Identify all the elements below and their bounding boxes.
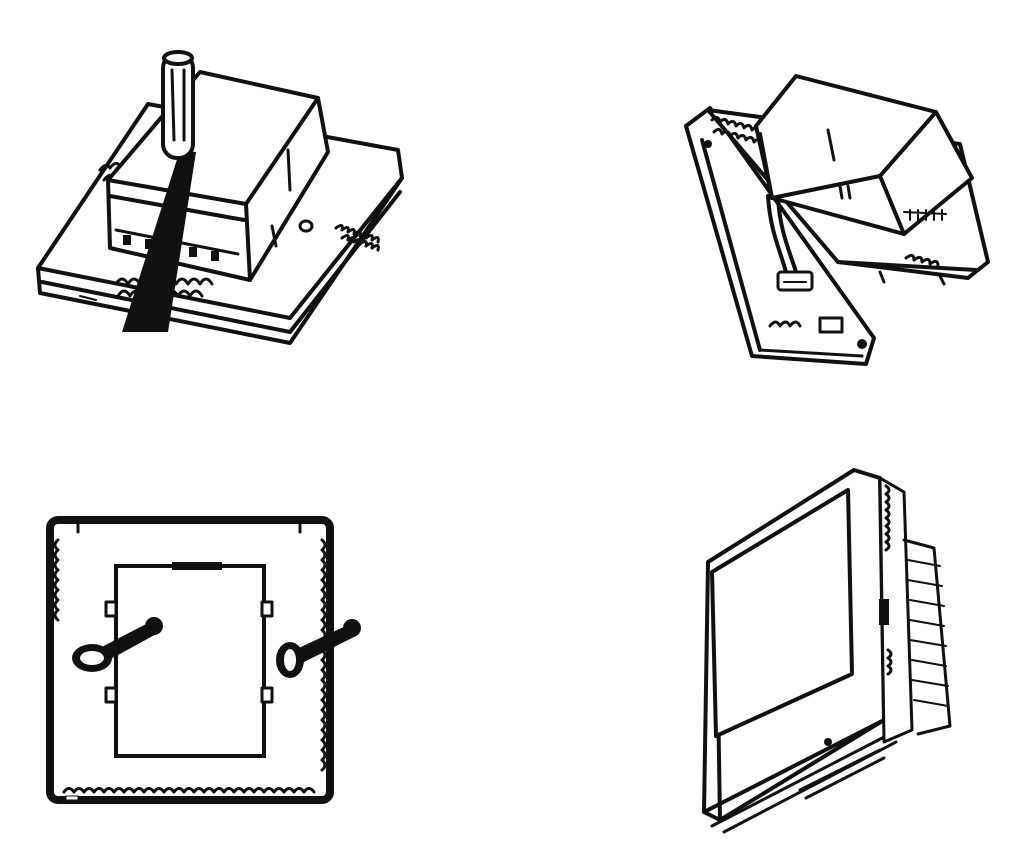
vent-holes-right (320, 538, 327, 772)
panel-step-3 (46, 516, 361, 804)
panel-step-2 (684, 74, 990, 366)
rear-module-fins (798, 476, 952, 800)
ribbon-cable (766, 194, 814, 292)
panel-step-1 (36, 50, 404, 345)
panel-step-4 (702, 468, 952, 834)
vent-row-right (334, 223, 380, 252)
front-panel (684, 106, 876, 366)
display-screen (710, 488, 854, 738)
screwdriver-icon (122, 50, 196, 332)
vent-holes-bottom (62, 787, 316, 801)
screw-right-icon (276, 619, 361, 678)
vent-holes-left (53, 538, 60, 622)
back-plate-frame (46, 516, 334, 804)
screw-left-icon (72, 617, 163, 672)
relay-box (754, 74, 974, 236)
wall-box (104, 562, 274, 758)
